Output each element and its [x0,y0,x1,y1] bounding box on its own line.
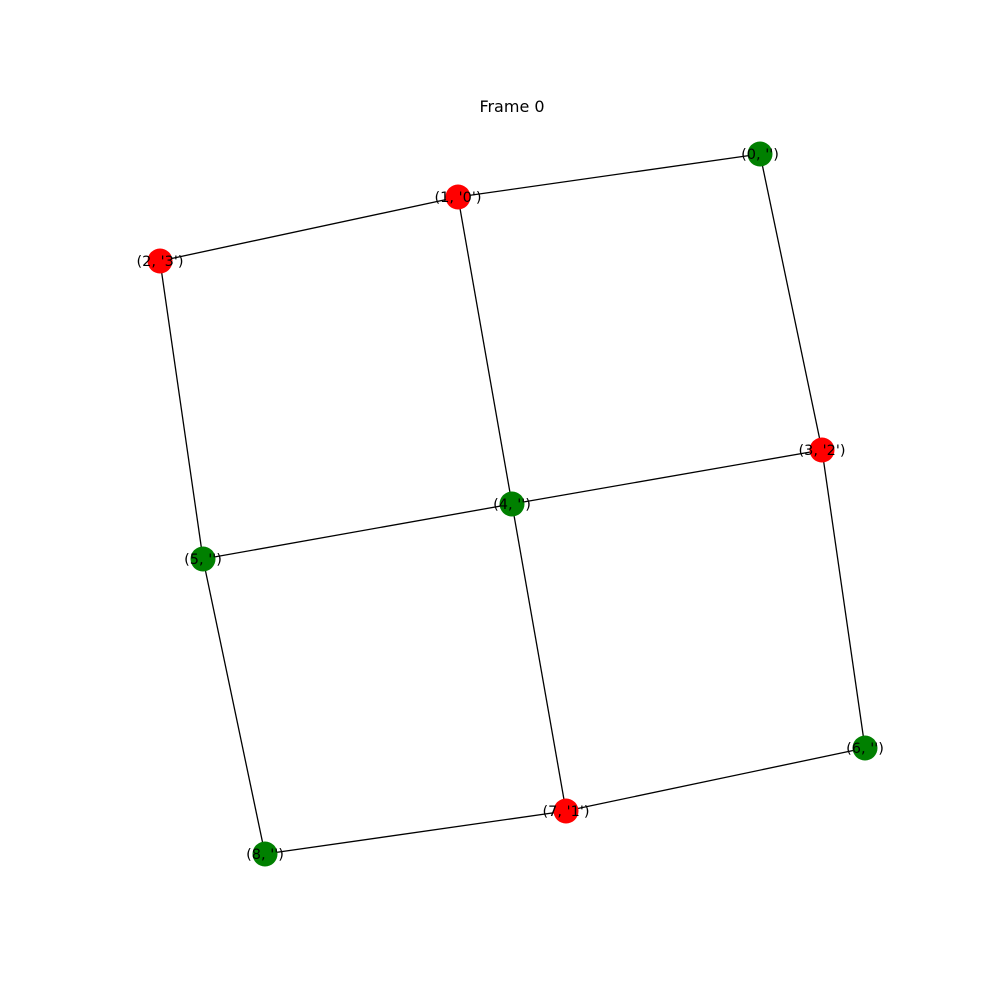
graph-node-7 [553,798,579,824]
graph-nodes [147,141,878,867]
node-label-5: (5, '') [184,552,222,568]
graph-node-8 [252,841,278,867]
graph-edge [202,558,266,855]
node-label-1: (1, '0') [435,190,482,206]
graph-edge [264,810,567,855]
graph-node-6 [852,735,878,761]
graph-edges [159,153,866,855]
graph-node-5 [190,546,216,572]
node-label-6: (6, '') [846,741,884,757]
graph-edge [511,503,567,812]
graph-node-2 [147,248,173,274]
graph-edge [821,449,866,749]
graph-edge [565,747,866,812]
graph-edge [159,196,459,262]
node-label-0: (0, '') [741,147,779,163]
graph-edge [202,503,513,560]
graph-node-3 [809,437,835,463]
graph-node-4 [499,491,525,517]
graph-node-0 [747,141,773,167]
figure-title: Frame 0 [479,97,544,116]
node-label-3: (3, '2') [799,443,846,459]
graph-node-1 [445,184,471,210]
node-label-2: (2, '3') [137,254,184,270]
node-label-4: (4, '') [493,497,531,513]
graph-edge [457,153,761,198]
graph-node-labels: (0, '') (1, '0') (2, '3') (3, '2') (4, '') (5… [137,147,884,863]
graph-edge [511,449,823,505]
graph-edge [759,153,823,451]
graph-edge [159,260,204,560]
node-label-7: (7, '1') [543,804,590,820]
graph-edge [457,196,513,505]
node-label-8: (8, '') [246,847,284,863]
